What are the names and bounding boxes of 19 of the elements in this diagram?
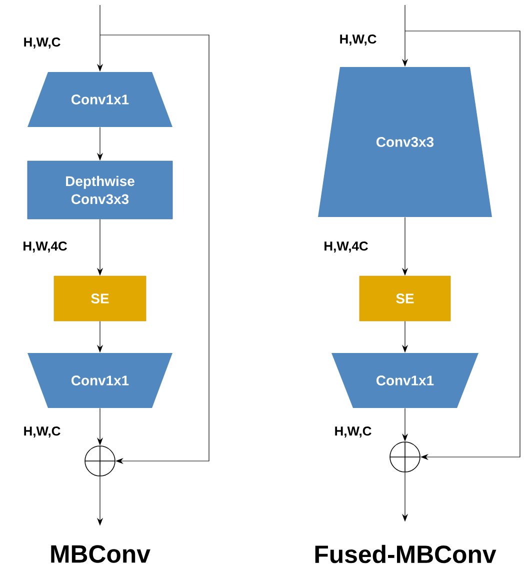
adder-circle [84, 446, 116, 476]
adder-circle [390, 442, 420, 472]
shape-label: H,W,C [335, 426, 372, 438]
trapezoid-block: Conv1x1 [332, 353, 478, 408]
arrow [404, 30, 520, 460]
shape-label: H,W,4C [324, 241, 368, 253]
block-title: MBConv [51, 545, 150, 563]
block-title: Fused-MBConv [315, 544, 496, 564]
layer-box: Depthwise Conv3x3 [27, 160, 173, 220]
shape-label: H,W,4C [24, 241, 67, 253]
trapezoid-block: Conv1x1 [28, 353, 172, 408]
shape-label: H,W,C [24, 37, 60, 49]
layer-box: SE [359, 276, 451, 322]
layer-box: SE [54, 276, 146, 322]
shape-label: H,W,C [340, 34, 376, 46]
trapezoid-block: Conv3x3 [318, 67, 492, 217]
trapezoid-block: Conv1x1 [28, 72, 172, 127]
arrow [100, 34, 210, 464]
shape-label: H,W,C [24, 426, 60, 438]
